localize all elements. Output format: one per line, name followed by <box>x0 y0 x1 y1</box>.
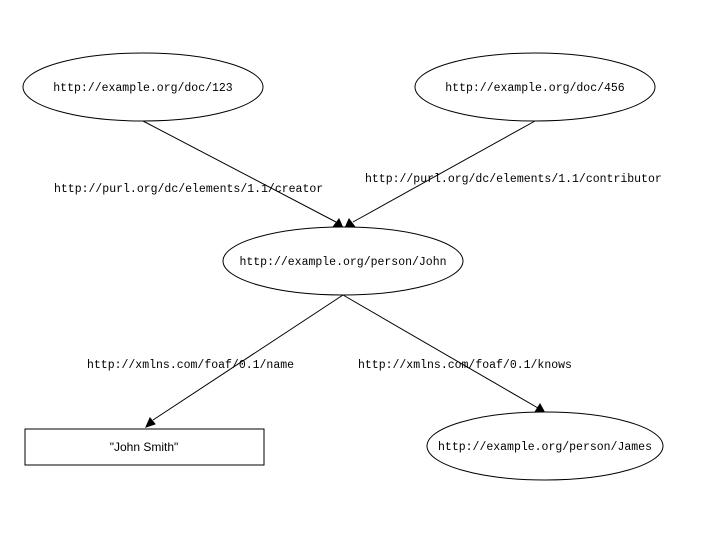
node-person-john: http://example.org/person/John <box>222 226 464 296</box>
node-john-smith-box <box>24 428 265 466</box>
edge-knows: http://xmlns.com/foaf/0.1/knows <box>342 294 572 414</box>
edge-creator: http://purl.org/dc/elements/1.1/creator <box>54 120 344 229</box>
node-person-james-ellipse <box>426 411 664 481</box>
node-doc-456-label: http://example.org/doc/456 <box>445 82 625 95</box>
edge-name: http://xmlns.com/foaf/0.1/name <box>87 294 344 428</box>
edge-contributor-label: http://purl.org/dc/elements/1.1/contribu… <box>365 173 662 186</box>
edge-knows-label: http://xmlns.com/foaf/0.1/knows <box>358 359 572 372</box>
edge-contributor: http://purl.org/dc/elements/1.1/contribu… <box>344 120 662 229</box>
edge-contributor-line <box>352 120 536 223</box>
node-doc-123: http://example.org/doc/123 <box>22 52 264 122</box>
edge-name-line <box>152 294 344 421</box>
node-person-james: http://example.org/person/James <box>426 411 664 481</box>
node-person-john-ellipse <box>222 226 464 296</box>
node-person-james-label: http://example.org/person/James <box>438 441 652 454</box>
node-doc-456: http://example.org/doc/456 <box>414 52 656 122</box>
node-doc-123-ellipse <box>22 52 264 122</box>
edge-name-arrowhead <box>145 417 156 428</box>
edge-creator-line <box>142 120 337 223</box>
node-person-john-label: http://example.org/person/John <box>239 256 446 269</box>
node-john-smith-literal: "John Smith" <box>24 428 265 466</box>
node-doc-123-label: http://example.org/doc/123 <box>53 82 233 95</box>
node-doc-456-ellipse <box>414 52 656 122</box>
edge-knows-line <box>342 294 539 409</box>
node-john-smith-label: "John Smith" <box>110 440 179 454</box>
edge-creator-label: http://purl.org/dc/elements/1.1/creator <box>54 183 323 196</box>
edge-name-label: http://xmlns.com/foaf/0.1/name <box>87 359 294 372</box>
